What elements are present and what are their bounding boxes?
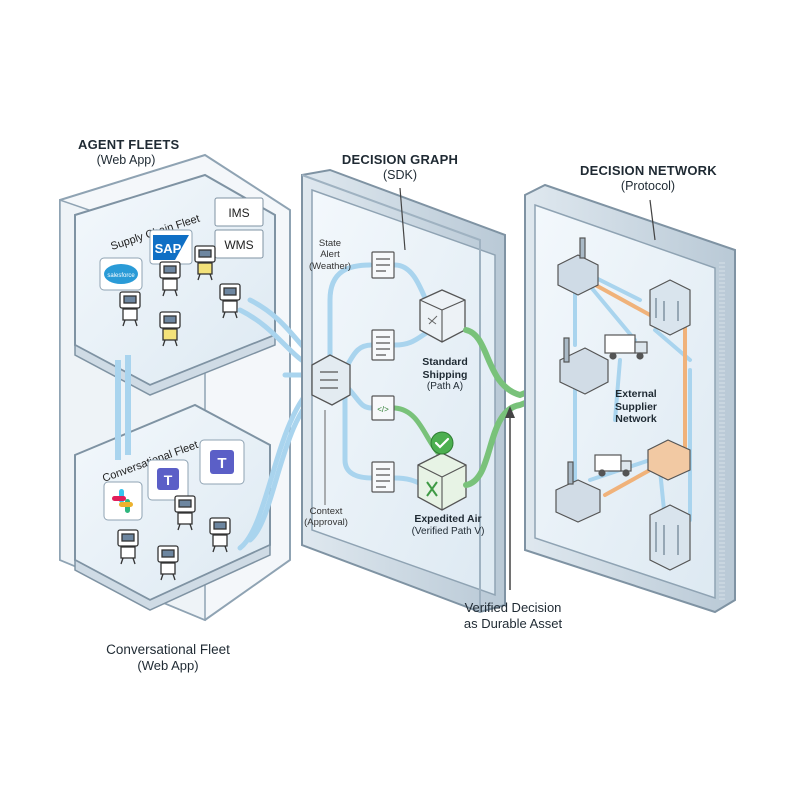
state-alert-line3: (Weather) <box>308 260 352 272</box>
network-orange-routes <box>588 280 687 497</box>
robot-icon <box>219 283 241 319</box>
state-alert-line1: State <box>318 238 342 249</box>
conversational-fleet-title: Conversational Fleet (Web App) <box>90 642 246 674</box>
office-building-icon <box>649 279 691 336</box>
sap-logo-text: SAP <box>155 241 182 256</box>
robot-icon <box>157 545 179 581</box>
factory-icon <box>557 237 599 296</box>
robot-icon <box>159 261 181 297</box>
external-line1: External <box>615 388 657 400</box>
document-icon <box>371 329 395 361</box>
robot-icon <box>159 311 181 347</box>
agent-fleets-subtitle: (Web App) <box>96 152 156 167</box>
graph-document-nodes: </> <box>371 251 395 493</box>
expedited-sub: (Verified Path V) <box>411 525 485 537</box>
decision-network-title: DECISION NETWORK (Protocol) <box>580 163 717 194</box>
decision-network-subtitle: (Protocol) <box>620 178 676 193</box>
expedited-air-cube <box>417 452 467 511</box>
conversational-robots <box>117 495 231 581</box>
document-icon <box>371 461 395 493</box>
external-line3: Network <box>615 413 657 426</box>
sap-logo: SAP <box>149 229 193 265</box>
code-icon: </> <box>371 395 395 421</box>
standard-line2: Shipping <box>422 368 468 381</box>
slack-icon <box>103 481 143 521</box>
warehouse-icon <box>647 439 691 481</box>
context-line2: (Approval) <box>304 517 348 529</box>
agent-fleets-heading: AGENT FLEETS <box>78 137 180 152</box>
network-title-leader <box>649 199 656 241</box>
agent-fleets-title: AGENT FLEETS (Web App) <box>78 137 180 168</box>
document-icon <box>371 251 395 279</box>
context-label: Context (Approval) <box>296 506 356 529</box>
expedited-air-label: Expedited Air (Verified Path V) <box>398 513 498 538</box>
factory-icon <box>555 461 601 523</box>
wms-box: WMS <box>214 229 264 259</box>
robot-icon <box>119 291 141 327</box>
standard-line1: Standard <box>422 356 468 368</box>
ims-label: IMS <box>228 206 249 220</box>
verified-pointer-arrow <box>505 406 515 418</box>
conversational-fleet-subtitle: (Web App) <box>137 658 199 674</box>
external-supplier-label: External Supplier Network <box>607 388 665 426</box>
verified-check-icon <box>430 431 454 455</box>
state-alert-label: State Alert (Weather) <box>305 238 355 272</box>
router-node <box>311 354 351 406</box>
decision-graph-subtitle: (SDK) <box>382 167 418 182</box>
ims-box: IMS <box>214 197 264 227</box>
robot-icon <box>194 245 216 281</box>
decision-network-heading: DECISION NETWORK <box>580 163 717 178</box>
supply-chain-robots <box>119 245 241 347</box>
robot-icon <box>174 495 196 531</box>
verified-line1: Verified Decision <box>464 600 562 615</box>
salesforce-logo-text: salesforce <box>107 273 135 279</box>
teams-icon: T <box>199 439 245 485</box>
salesforce-logo: salesforce <box>99 257 143 291</box>
wms-label: WMS <box>224 238 253 252</box>
external-line2: Supplier <box>614 400 657 413</box>
graph-title-leader <box>399 187 406 251</box>
teams-letter: T <box>217 455 226 472</box>
context-line1: Context <box>309 506 343 517</box>
robot-icon <box>209 517 231 553</box>
teams-icon: T <box>147 459 189 501</box>
standard-shipping-label: Standard Shipping (Path A) <box>414 356 476 393</box>
network-buildings <box>555 237 691 571</box>
verified-line2: as Durable Asset <box>463 615 563 631</box>
teams-letter: T <box>164 472 173 488</box>
conversational-fleet-heading: Conversational Fleet <box>106 642 230 657</box>
truck-icon <box>604 334 648 360</box>
factory-icon <box>559 337 609 395</box>
robot-icon <box>117 529 139 565</box>
state-alert-line2: Alert <box>320 249 340 261</box>
verified-decision-label: Verified Decision as Durable Asset <box>452 600 574 631</box>
decision-graph-heading: DECISION GRAPH <box>341 152 459 167</box>
decision-graph-title: DECISION GRAPH (SDK) <box>340 152 460 183</box>
truck-icon <box>594 454 632 477</box>
svg-text:</>: </> <box>377 405 389 414</box>
standard-sub: (Path A) <box>426 381 464 393</box>
standard-shipping-cube <box>419 289 466 343</box>
office-building-icon <box>649 504 691 571</box>
expedited-line1: Expedited Air <box>414 513 482 525</box>
verified-output-pipes <box>463 327 573 488</box>
